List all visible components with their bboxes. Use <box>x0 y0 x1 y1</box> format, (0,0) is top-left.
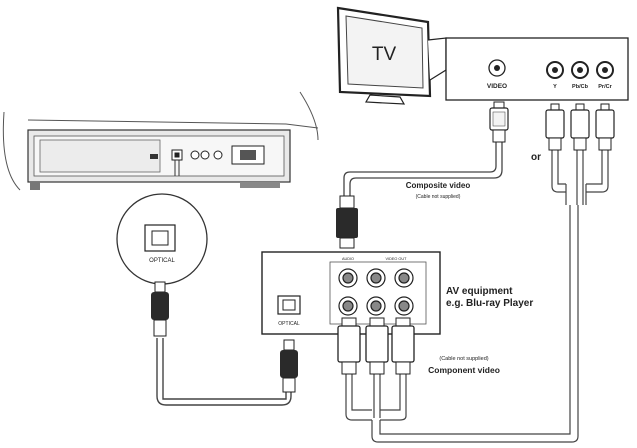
video-out-header: VIDEO OUT <box>386 257 408 261</box>
component-pr-label: Pr/Cr <box>598 84 612 90</box>
component-pr-jack-icon <box>596 61 614 79</box>
optical-plug-bottom <box>280 339 298 393</box>
av-title-line1: AV equipment <box>446 286 513 297</box>
component-pb-jack-icon <box>571 61 589 79</box>
av-jack-grid <box>338 268 414 316</box>
video-jack-icon <box>488 59 506 77</box>
component-cable-to-av <box>345 205 579 443</box>
video-jack-label: VIDEO <box>487 83 507 90</box>
component-y-label: Y <box>553 84 557 90</box>
av-optical-port-icon <box>277 295 301 315</box>
component-plugs-tv <box>545 103 615 151</box>
composite-plug-tv <box>489 101 509 143</box>
component-pb-label: Pb/Cb <box>572 84 589 90</box>
composite-cable <box>343 142 503 196</box>
component-plugs-av <box>337 317 415 375</box>
main-unit <box>2 91 319 191</box>
component-cable-to-tv <box>551 150 609 205</box>
optical-inset: OPTICAL <box>116 193 208 285</box>
av-optical-label: OPTICAL <box>278 321 300 327</box>
av-title-line2: e.g. Blu-ray Player <box>446 298 533 309</box>
tv: TV <box>336 6 447 105</box>
component-note: (Cable not supplied) <box>439 356 488 362</box>
composite-title: Composite video <box>406 181 471 190</box>
composite-plug-av <box>336 195 358 249</box>
composite-note: (Cable not supplied) <box>416 194 461 200</box>
audio-header: AUDIO <box>342 257 354 261</box>
optical-plug-top <box>151 281 169 337</box>
component-title: Component video <box>428 365 500 375</box>
tv-input-panel: VIDEO Y Pb/Cb Pr/Cr <box>445 37 629 101</box>
or-label: or <box>531 152 541 163</box>
tv-screen-label: TV <box>372 44 397 65</box>
optical-cable <box>156 338 292 406</box>
component-y-jack-icon <box>546 61 564 79</box>
optical-inset-label: OPTICAL <box>149 258 175 264</box>
